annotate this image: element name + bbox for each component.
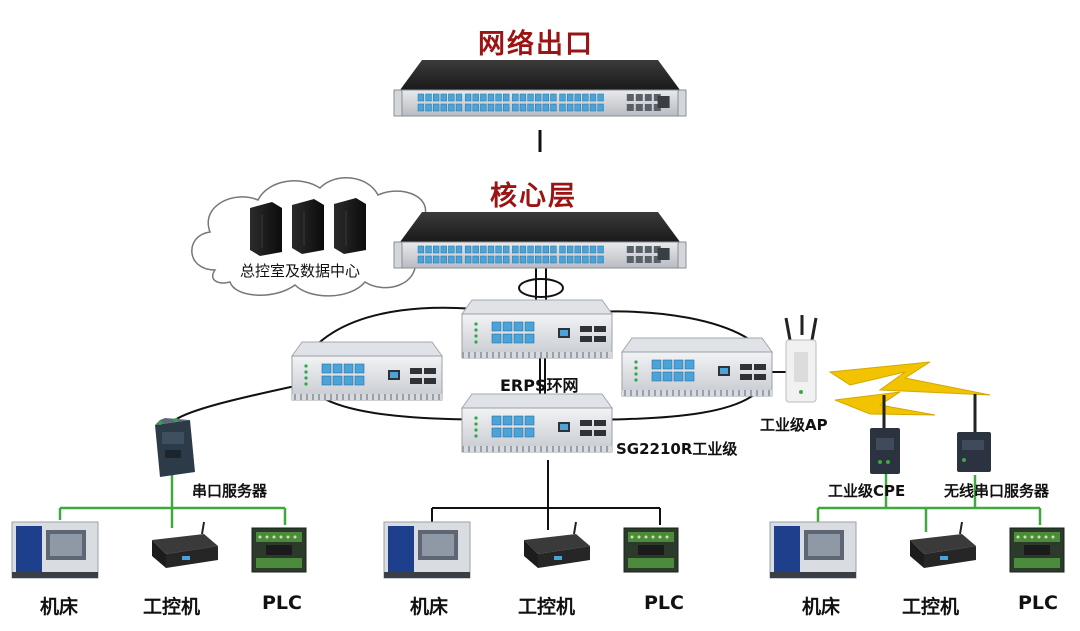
plc-icon bbox=[251, 527, 307, 573]
wireless-serial-server-icon bbox=[957, 394, 991, 472]
link-serial-server bbox=[174, 384, 301, 421]
ring-switch-left bbox=[291, 341, 443, 401]
ring-switch-right bbox=[621, 337, 773, 397]
industrial-pc-icon bbox=[152, 521, 218, 568]
left-device-bus bbox=[58, 475, 287, 528]
serial-server-icon bbox=[155, 418, 195, 477]
core-title: 核心层 bbox=[490, 181, 577, 212]
cnc-machine-icon bbox=[383, 521, 471, 579]
cloud-label: 总控室及数据中心 bbox=[240, 262, 361, 280]
server-icon bbox=[250, 198, 366, 256]
industrial-pc-icon bbox=[524, 521, 590, 568]
core-rack-switch bbox=[393, 212, 687, 269]
ring-switch-top bbox=[461, 299, 613, 359]
device-label-middle-cnc: 机床 bbox=[410, 596, 449, 618]
export-title: 网络出口 bbox=[478, 29, 594, 60]
wireless-serial-label: 无线串口服务器 bbox=[944, 482, 1050, 500]
industrial-ap-icon bbox=[784, 315, 818, 403]
device-group-right bbox=[769, 521, 1065, 579]
cpe-label: 工业级CPE bbox=[828, 482, 906, 500]
device-label-middle-ipc: 工控机 bbox=[518, 596, 576, 618]
device-label-right-ipc: 工控机 bbox=[902, 596, 960, 618]
device-label-left-cnc: 机床 bbox=[40, 596, 79, 618]
cnc-machine-icon bbox=[769, 521, 857, 579]
right-device-bus bbox=[816, 470, 1042, 532]
device-label-right-plc: PLC bbox=[1018, 592, 1058, 614]
plc-icon bbox=[623, 527, 679, 573]
middle-device-bus bbox=[431, 460, 661, 530]
ring-switch-bottom bbox=[461, 393, 613, 453]
device-label-left-ipc: 工控机 bbox=[143, 596, 201, 618]
device-label-left-plc: PLC bbox=[262, 592, 302, 614]
device-label-right-cnc: 机床 bbox=[802, 596, 841, 618]
plc-icon bbox=[1009, 527, 1065, 573]
export-rack-switch bbox=[393, 60, 687, 117]
cnc-machine-icon bbox=[11, 521, 99, 579]
serial-server-label: 串口服务器 bbox=[192, 482, 268, 500]
ring-label: ERPS环网 bbox=[500, 376, 579, 395]
control-room-cloud bbox=[191, 177, 439, 297]
industrial-cpe-icon bbox=[870, 395, 900, 474]
device-label-middle-plc: PLC bbox=[644, 592, 684, 614]
device-group-middle bbox=[383, 521, 679, 579]
industrial-pc-icon bbox=[910, 521, 976, 568]
device-group-left bbox=[11, 521, 307, 579]
switch-model-label: SG2210R工业级 bbox=[616, 440, 738, 458]
ap-label: 工业级AP bbox=[760, 416, 828, 434]
wireless-link-icon bbox=[828, 361, 991, 416]
